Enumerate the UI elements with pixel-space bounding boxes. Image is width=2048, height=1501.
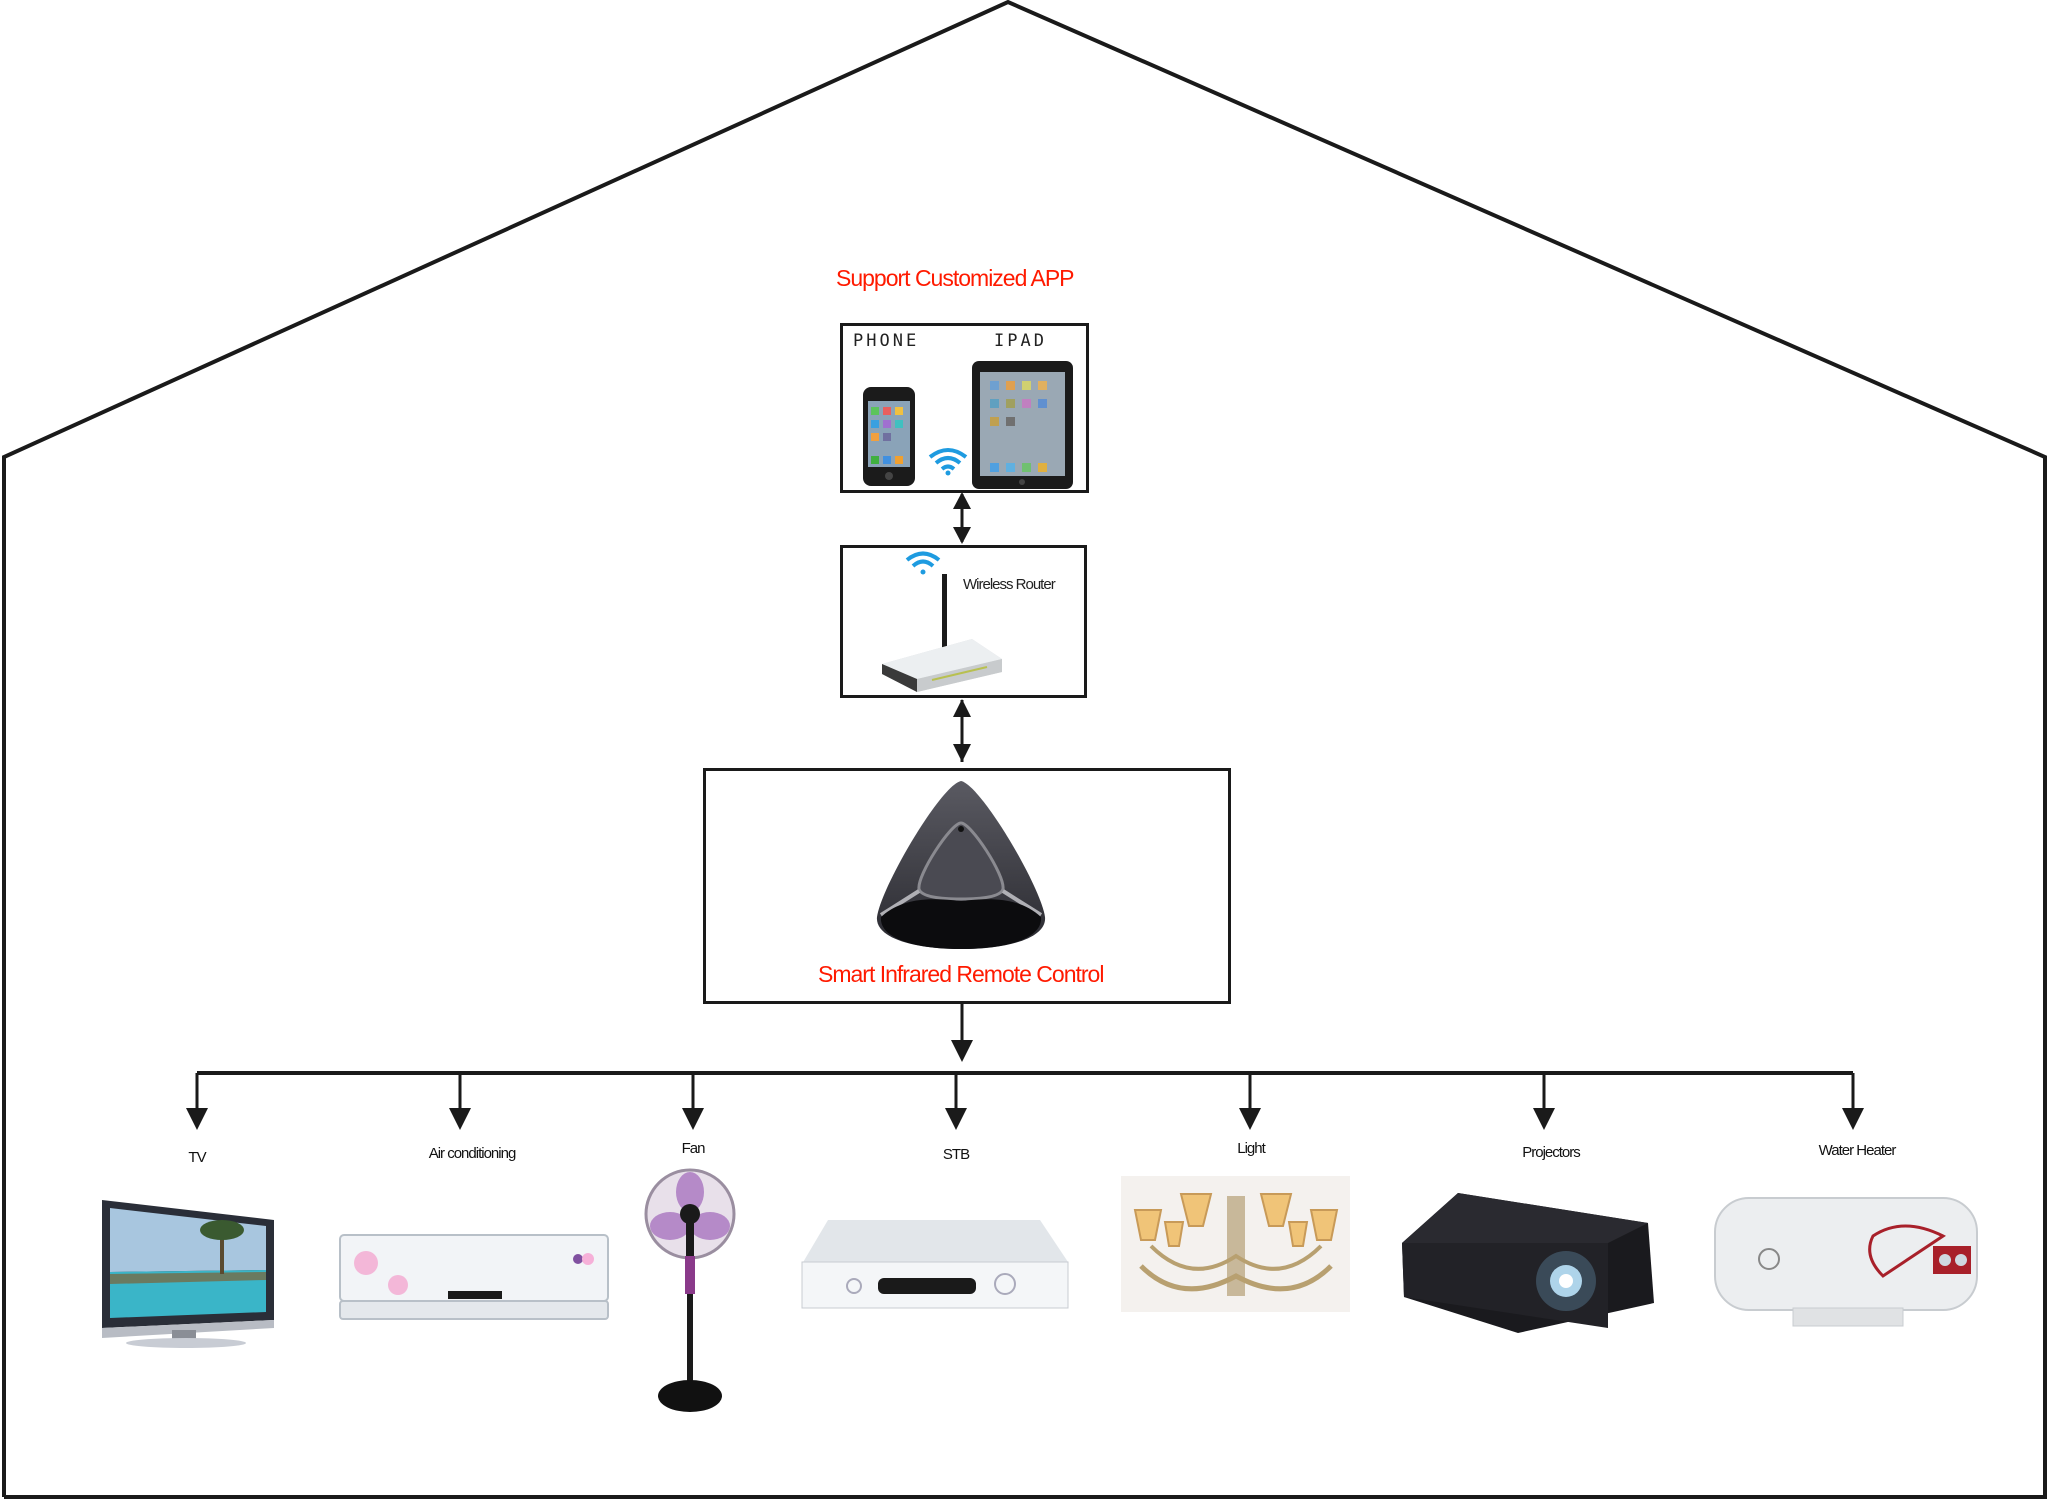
app-box: PHONE IPAD (840, 323, 1089, 493)
arrow-to-projectors (1533, 1073, 1555, 1130)
device-label-fan: Fan (681, 1140, 706, 1157)
arrow-app-router (953, 492, 971, 544)
remote-label: Smart Infrared Remote Control (818, 961, 1104, 987)
ipad-label: IPAD (994, 331, 1047, 351)
device-label-water-heater: Water Heater (1818, 1142, 1897, 1159)
arrow-remote-down (951, 1003, 973, 1062)
projector-icon (1402, 1193, 1654, 1333)
device-label-projectors: Projectors (1522, 1144, 1581, 1161)
remote-box: Smart Infrared Remote Control (703, 768, 1231, 1004)
arrow-to-air-conditioning (449, 1073, 471, 1130)
arrow-to-light (1239, 1073, 1261, 1130)
arrow-to-tv (186, 1073, 208, 1130)
air-conditioner-icon (339, 1234, 609, 1320)
smart-ir-remote-icon (876, 781, 1046, 949)
arrow-to-stb (945, 1073, 967, 1130)
water-heater-icon (1714, 1197, 1978, 1327)
fan-icon (644, 1168, 736, 1412)
wireless-router-icon (882, 574, 1002, 692)
arrow-to-fan (682, 1073, 704, 1130)
router-wifi-icon (905, 551, 941, 575)
device-label-light: Light (1237, 1140, 1266, 1157)
phone-icon (863, 387, 915, 486)
device-label-air-conditioning: Air conditioning (428, 1145, 517, 1162)
ipad-icon (972, 361, 1073, 489)
app-heading: Support Customized APP (836, 265, 1075, 291)
chandelier-icon (1121, 1176, 1350, 1312)
set-top-box-icon (801, 1220, 1069, 1309)
device-label-stb: STB (942, 1146, 970, 1163)
arrow-to-water-heater (1842, 1073, 1864, 1130)
wifi-icon (928, 448, 968, 476)
router-label: Wireless Router (963, 576, 1056, 593)
arrow-router-remote (953, 699, 971, 762)
router-box: Wireless Router (840, 545, 1087, 698)
tv-icon (102, 1200, 274, 1348)
device-label-tv: TV (188, 1149, 206, 1166)
phone-label: PHONE (853, 331, 920, 351)
